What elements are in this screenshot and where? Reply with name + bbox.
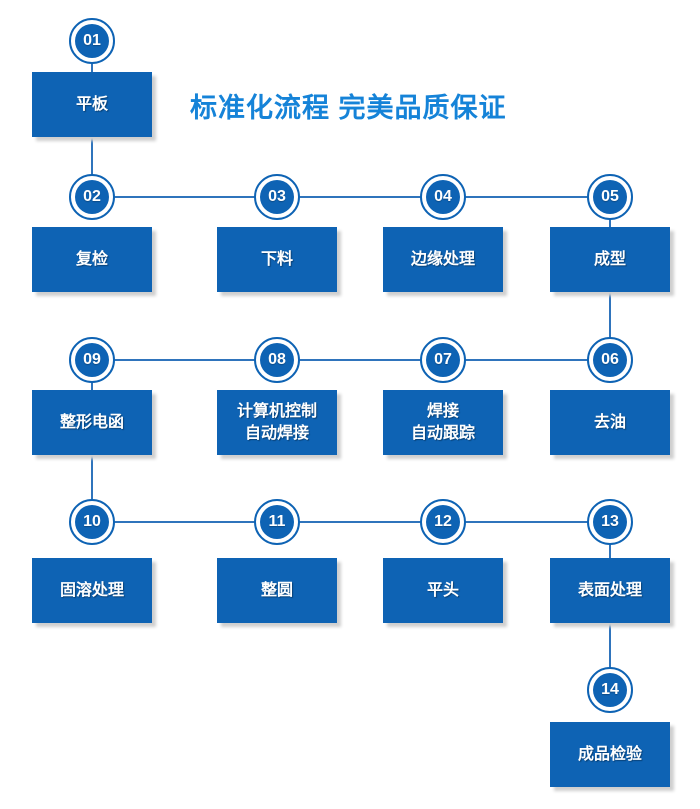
process-box-label: 边缘处理: [410, 250, 475, 268]
process-box-label: 整圆: [260, 581, 293, 599]
process-box-05: 成型: [550, 227, 670, 292]
process-box-label: 去油: [593, 413, 626, 431]
step-number: 03: [260, 180, 294, 214]
step-circle-03: 03: [254, 174, 300, 220]
step-number: 10: [75, 505, 109, 539]
process-box-label: 成品检验: [577, 745, 642, 763]
process-box-label: 表面处理: [577, 581, 642, 599]
process-box-label: 焊接 自动跟踪: [410, 402, 475, 442]
step-number: 12: [426, 505, 460, 539]
process-box-label: 平板: [75, 95, 108, 113]
process-box-label: 固溶处理: [59, 581, 124, 599]
process-box-09: 整形电函: [32, 390, 152, 455]
process-box-03: 下料: [217, 227, 337, 292]
diagram-title: 标准化流程 完美品质保证: [190, 93, 507, 123]
step-number: 08: [260, 343, 294, 377]
process-box-label: 计算机控制 自动焊接: [236, 402, 317, 442]
step-circle-12: 12: [420, 499, 466, 545]
step-circle-13: 13: [587, 499, 633, 545]
process-box-01: 平板: [32, 72, 152, 137]
process-box-label: 复检: [75, 250, 108, 268]
process-box-07: 焊接 自动跟踪: [383, 390, 503, 455]
step-circle-07: 07: [420, 337, 466, 383]
process-box-label: 下料: [260, 250, 293, 268]
step-circle-14: 14: [587, 667, 633, 713]
process-box-11: 整圆: [217, 558, 337, 623]
step-circle-02: 02: [69, 174, 115, 220]
step-number: 01: [75, 24, 109, 58]
step-circle-05: 05: [587, 174, 633, 220]
process-box-06: 去油: [550, 390, 670, 455]
step-circle-06: 06: [587, 337, 633, 383]
process-box-02: 复检: [32, 227, 152, 292]
process-box-14: 成品检验: [550, 722, 670, 787]
step-number: 06: [593, 343, 627, 377]
step-number: 05: [593, 180, 627, 214]
step-number: 11: [260, 505, 294, 539]
process-box-13: 表面处理: [550, 558, 670, 623]
step-circle-04: 04: [420, 174, 466, 220]
process-box-08: 计算机控制 自动焊接: [217, 390, 337, 455]
step-circle-01: 01: [69, 18, 115, 64]
step-circle-09: 09: [69, 337, 115, 383]
step-number: 13: [593, 505, 627, 539]
step-circle-10: 10: [69, 499, 115, 545]
step-number: 04: [426, 180, 460, 214]
connector-h-row3: [92, 359, 610, 361]
connector-h-row2: [92, 196, 610, 198]
step-number: 14: [593, 673, 627, 707]
step-circle-08: 08: [254, 337, 300, 383]
step-circle-11: 11: [254, 499, 300, 545]
process-box-label: 成型: [593, 250, 626, 268]
process-box-04: 边缘处理: [383, 227, 503, 292]
process-box-label: 平头: [426, 581, 459, 599]
step-number: 02: [75, 180, 109, 214]
step-number: 09: [75, 343, 109, 377]
process-box-10: 固溶处理: [32, 558, 152, 623]
process-box-12: 平头: [383, 558, 503, 623]
process-box-label: 整形电函: [59, 413, 124, 431]
step-number: 07: [426, 343, 460, 377]
connector-h-row4: [92, 521, 610, 523]
